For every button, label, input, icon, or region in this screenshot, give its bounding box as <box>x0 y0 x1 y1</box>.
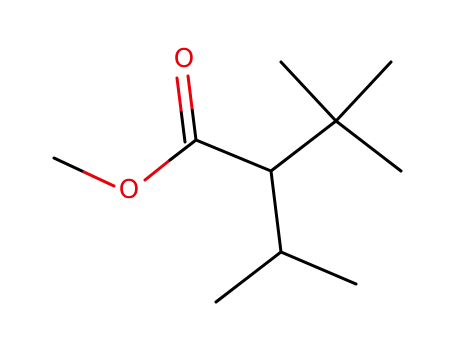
bond-o-carbonyl-red <box>143 158 172 182</box>
bond-tbu-methyl-3 <box>334 119 403 173</box>
bond-o-carbonyl-black <box>168 138 198 162</box>
bond-carbonyl-double-2-red <box>175 76 183 112</box>
bond-carbonyl-double-2-black <box>179 108 187 144</box>
bond-methyl-o-black <box>52 156 86 174</box>
ester-oxygen-label: O <box>119 175 139 205</box>
carbonyl-oxygen-label: O <box>174 44 194 74</box>
bond-carbonyl-double-1-black <box>190 106 198 142</box>
bond-alpha-isopropyl <box>269 169 283 254</box>
bond-isopropyl-methyl-1 <box>214 250 283 304</box>
bond-tbu-methyl-1 <box>279 60 338 123</box>
bond-isopropyl-methyl-2 <box>279 250 358 286</box>
bond-tbu-methyl-2 <box>334 60 393 123</box>
bond-alpha-quaternary <box>269 119 338 173</box>
bond-methyl-o-red <box>82 170 116 188</box>
bond-carbonyl-alpha <box>194 138 273 173</box>
bond-carbonyl-double-1-red <box>186 74 194 110</box>
